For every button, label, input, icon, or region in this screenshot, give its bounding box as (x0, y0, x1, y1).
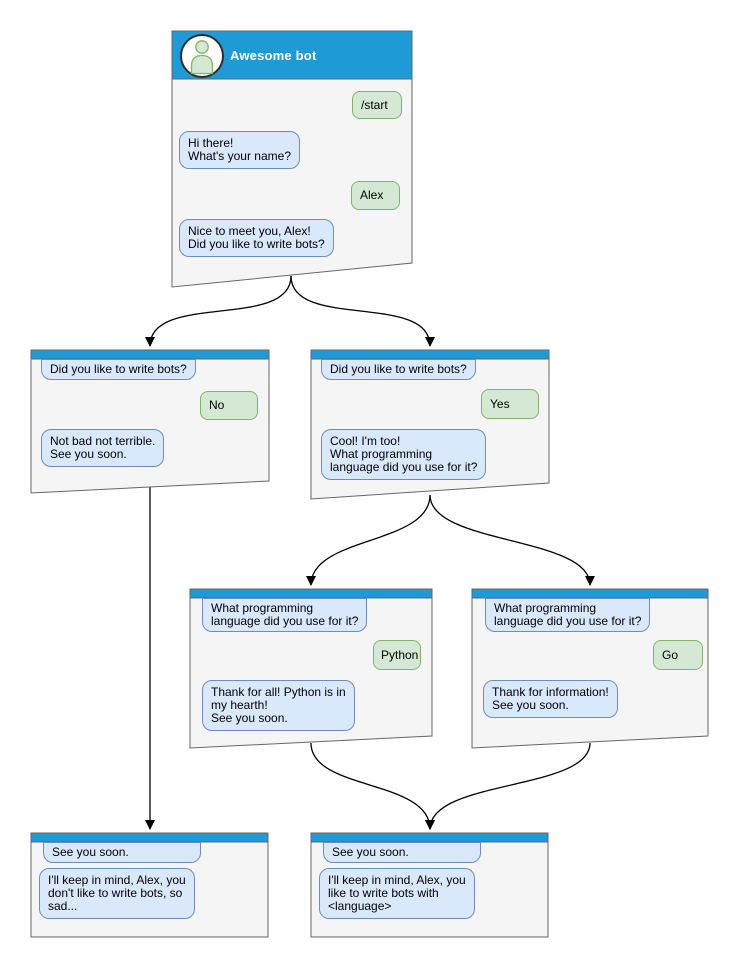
bubble-end-yes-soon: See you soon. (323, 842, 481, 863)
bubble-main-greeting: Hi there! What's your name? (179, 131, 301, 169)
window-end-yes-header (310, 832, 549, 843)
bubble-main-start: /start (352, 91, 402, 119)
window-yes-branch-header (310, 349, 550, 360)
window-end-no-header (30, 832, 269, 843)
bubble-python-answer: Python (373, 640, 421, 670)
edge-yes-to-python (306, 494, 431, 586)
bubble-go-answer: Go (653, 640, 703, 670)
edge-go-to-end (425, 742, 591, 830)
bubble-no-answer: No (200, 391, 258, 420)
bubble-main-name: Alex (351, 181, 400, 210)
bubble-no-reply: Not bad not terrible. See you soon. (41, 429, 165, 467)
bubble-yes-question: Did you like to write bots? (321, 359, 476, 380)
bubble-python-question: What programming language did you use fo… (202, 598, 368, 632)
bot-window-title: Awesome bot (230, 47, 317, 63)
bubble-end-yes-summary: I'll keep in mind, Alex, you like to wri… (319, 868, 475, 919)
window-python-branch-header (189, 588, 433, 599)
bubble-main-question: Nice to meet you, Alex! Did you like to … (179, 219, 334, 257)
bubble-yes-reply: Cool! I'm too! What programming language… (321, 429, 487, 480)
edges (145, 275, 595, 830)
bubble-no-question: Did you like to write bots? (41, 359, 196, 380)
bubble-go-reply: Thank for information! See you soon. (483, 680, 618, 718)
bubble-python-reply: Thank for all! Python is in my hearth! S… (202, 680, 355, 731)
window-go-branch-header (471, 588, 709, 599)
edge-yes-to-go (429, 494, 595, 586)
bubble-yes-answer: Yes (481, 389, 539, 419)
bubble-end-no-summary: I'll keep in mind, Alex, you don't like … (39, 868, 195, 919)
edge-python-to-end (310, 742, 435, 830)
bubble-go-question: What programming language did you use fo… (485, 598, 651, 632)
edge-start-to-no-branch (145, 275, 292, 347)
person-icon (190, 40, 214, 75)
edge-start-to-yes-branch (290, 275, 435, 347)
window-no-branch-header (30, 349, 270, 360)
bubble-end-no-soon: See you soon. (43, 842, 201, 863)
